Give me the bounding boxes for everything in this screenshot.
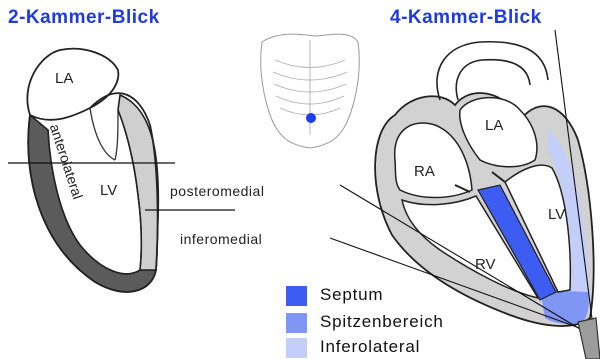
torso-sketch [261,34,360,148]
legend-label-inferolateral: Inferolateral [320,337,420,357]
four-chamber-heart [330,30,600,359]
label-rv-four-chamber: RV [475,256,496,273]
label-lv-two-chamber: LV [100,182,117,199]
mitral-leaflets-2c [90,108,118,160]
label-lv-four-chamber: LV [548,206,565,223]
legend-label-spitzenbereich: Spitzenbereich [320,312,444,332]
probe-position-dot [306,113,316,123]
title-two-chamber: 2-Kammer-Blick [8,7,160,29]
legend-swatch-inferolateral [286,338,307,358]
two-chamber-heart [8,49,235,292]
label-ra-four-chamber: RA [414,163,435,180]
label-posteromedial: posteromedial [170,183,264,199]
legend-label-septum: Septum [320,285,383,305]
legend-swatch-spitzenbereich [286,313,307,333]
title-four-chamber: 4-Kammer-Blick [390,7,542,29]
great-vessels [437,42,548,100]
legend-swatch-septum [286,286,307,306]
label-inferomedial: inferomedial [180,231,262,247]
label-la-two-chamber: LA [55,70,73,87]
probe [578,318,600,359]
inferior-wall-light [118,95,158,270]
label-la-four-chamber: LA [485,117,503,134]
